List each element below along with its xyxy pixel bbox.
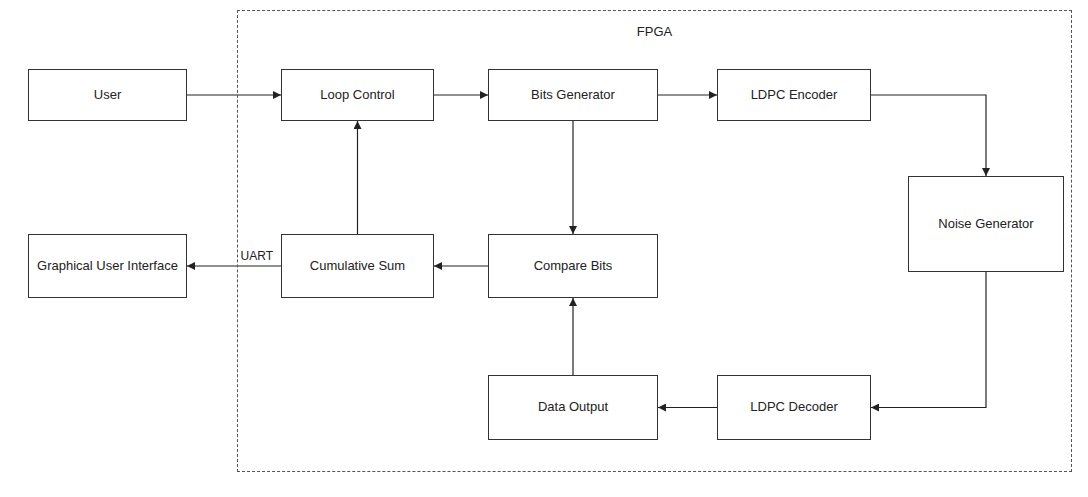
connector-arrow: [658, 407, 717, 408]
box-label: Bits Generator: [531, 87, 615, 103]
connector-arrow: [572, 298, 573, 375]
process-box: LDPC Decoder: [717, 375, 871, 440]
connector-arrow: [434, 265, 488, 266]
process-box: Compare Bits: [488, 234, 658, 298]
process-box: Noise Generator: [908, 176, 1064, 272]
box-label: LDPC Encoder: [751, 87, 838, 103]
process-box: Cumulative Sum: [281, 234, 434, 298]
process-box: Data Output: [488, 375, 658, 440]
process-box: LDPC Encoder: [717, 69, 871, 121]
user-box: User: [28, 69, 187, 121]
box-label: Noise Generator: [938, 216, 1033, 232]
connector-arrow: [187, 94, 281, 95]
connector-arrow: [187, 265, 281, 266]
box-label: Loop Control: [320, 87, 394, 103]
process-box: Bits Generator: [488, 69, 658, 121]
connector-arrow: [434, 94, 488, 95]
connector-arrow: [658, 94, 717, 95]
box-label: Data Output: [538, 399, 608, 415]
connector-arrow: [871, 272, 986, 408]
box-label: Compare Bits: [534, 258, 613, 274]
connector-arrow: [871, 95, 986, 176]
box-label: Cumulative Sum: [310, 258, 405, 274]
connector-arrow: [572, 121, 573, 234]
box-label: User: [94, 87, 121, 103]
edge-label: UART: [239, 249, 275, 263]
box-label: Graphical User Interface: [37, 258, 178, 274]
fpga-boundary: FPGA Loop Control Bits Generator LDPC Encod…: [237, 10, 1072, 472]
process-box: Loop Control: [281, 69, 434, 121]
gui-box: Graphical User Interface: [28, 234, 187, 298]
box-label: LDPC Decoder: [750, 399, 837, 415]
connector-arrow: [357, 121, 358, 234]
group-title: FPGA: [238, 24, 1071, 40]
